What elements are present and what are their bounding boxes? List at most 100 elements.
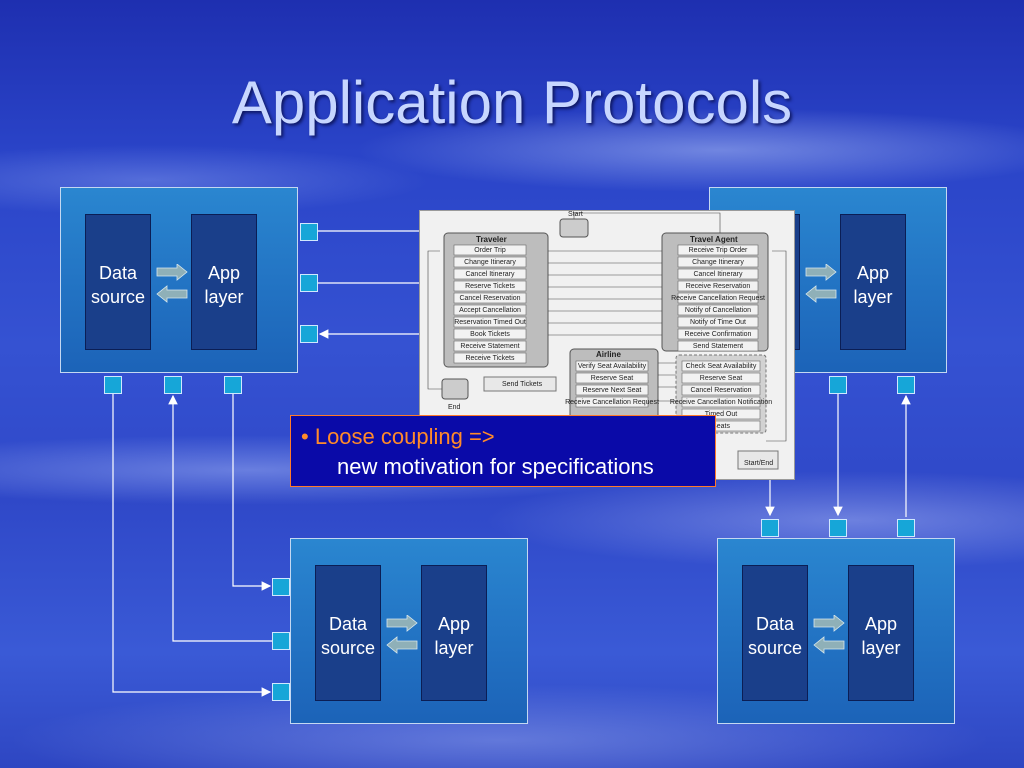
step-box (677, 280, 759, 292)
step-box (677, 340, 759, 352)
airline-title: Airline (596, 350, 621, 359)
step-box (453, 292, 527, 304)
port (272, 683, 290, 701)
callout-line-2: new motivation for specifications (337, 454, 654, 479)
start-node (559, 218, 589, 238)
step-box (677, 244, 759, 256)
bullet: • (301, 424, 309, 449)
app-layer-label: App (856, 263, 890, 283)
app-layer-label: layer (434, 638, 474, 658)
node-bottom-left: Data source App layer (290, 538, 528, 724)
step-label: Receive Reservation (686, 283, 751, 290)
step-label: Receive Cancellation Notification (670, 399, 772, 406)
app-layer-box: App layer (421, 565, 487, 701)
message-lines (427, 212, 787, 442)
step-label: Book Tickets (470, 331, 510, 338)
step-box (677, 268, 759, 280)
step-box (575, 384, 649, 396)
traveler-title: Traveler (476, 235, 507, 244)
step-label: Cancel Itinerary (693, 271, 743, 278)
data-source-box: Data source (85, 214, 151, 350)
step-label: Change Itinerary (692, 259, 744, 266)
end-node (441, 378, 469, 400)
step-box (453, 352, 527, 364)
step-label: Cancel Reservation (690, 387, 751, 394)
port (224, 376, 242, 394)
port (272, 578, 290, 596)
port (300, 325, 318, 343)
callout-line-1: • Loose coupling => (301, 422, 705, 452)
app-layer-label: layer (204, 287, 244, 307)
step-box (681, 408, 761, 420)
step-label: Notify of Cancellation (685, 307, 751, 314)
step-box (453, 256, 527, 268)
app-layer-box: App layer (840, 214, 906, 350)
step-box (681, 396, 761, 408)
step-label: Reserve Next Seat (583, 387, 642, 394)
step-label: Receive Cancellation Request (565, 399, 659, 406)
step-box (453, 280, 527, 292)
step-label: Seats (712, 423, 730, 430)
travel-agent-title: Travel Agent (690, 235, 738, 244)
app-layer-label: layer (853, 287, 893, 307)
startend-label: Start/End (744, 460, 773, 467)
step-label: Check Seat Availability (686, 363, 757, 370)
node-top-left: Data source App layer (60, 187, 298, 373)
step-label: Accept Cancellation (459, 307, 521, 314)
step-label: Order Trip (474, 247, 506, 254)
data-source-box: Data source (315, 565, 381, 701)
step-label: Timed Out (705, 411, 737, 418)
step-label: Reserve Tickets (465, 283, 515, 290)
app-layer-label: App (437, 614, 471, 634)
data-source-label: source (90, 287, 146, 307)
step-box (575, 396, 649, 408)
step-box (453, 328, 527, 340)
step-box (453, 316, 527, 328)
data-source-label: Data (755, 614, 795, 634)
wire-left-outer (112, 393, 272, 697)
wire-left-inner (232, 393, 272, 591)
step-box (453, 268, 527, 280)
step-label: Receive Confirmation (685, 331, 752, 338)
app-layer-box: App layer (191, 214, 257, 350)
step-box (677, 316, 759, 328)
step-label: Receive Trip Order (689, 247, 748, 254)
port (897, 376, 915, 394)
callout-box: • Loose coupling => new motivation for s… (290, 415, 716, 487)
port (164, 376, 182, 394)
app-layer-label: App (864, 614, 898, 634)
step-box (681, 360, 761, 372)
step-box (677, 256, 759, 268)
port (761, 519, 779, 537)
port (829, 519, 847, 537)
app-layer-box: App layer (848, 565, 914, 701)
step-box (681, 384, 761, 396)
slide-title: Application Protocols (231, 69, 793, 136)
exchange-arrows-icon (386, 615, 418, 654)
step-label: Reservation Timed Out (454, 319, 526, 326)
data-source-box: Data source (742, 565, 808, 701)
port (300, 274, 318, 292)
step-label: Receive Statement (460, 343, 519, 350)
data-source-label: source (747, 638, 803, 658)
end-label: End (448, 404, 461, 411)
exchange-arrows-icon (805, 264, 837, 303)
step-label: Notify of Time Out (690, 319, 746, 326)
port (272, 632, 290, 650)
step-box (677, 328, 759, 340)
wire-left-middle (168, 394, 272, 642)
port (829, 376, 847, 394)
app-layer-label: App (207, 263, 241, 283)
app-layer-label: layer (861, 638, 901, 658)
port (897, 519, 915, 537)
step-box (453, 304, 527, 316)
data-source-label: Data (328, 614, 368, 634)
port (104, 376, 122, 394)
